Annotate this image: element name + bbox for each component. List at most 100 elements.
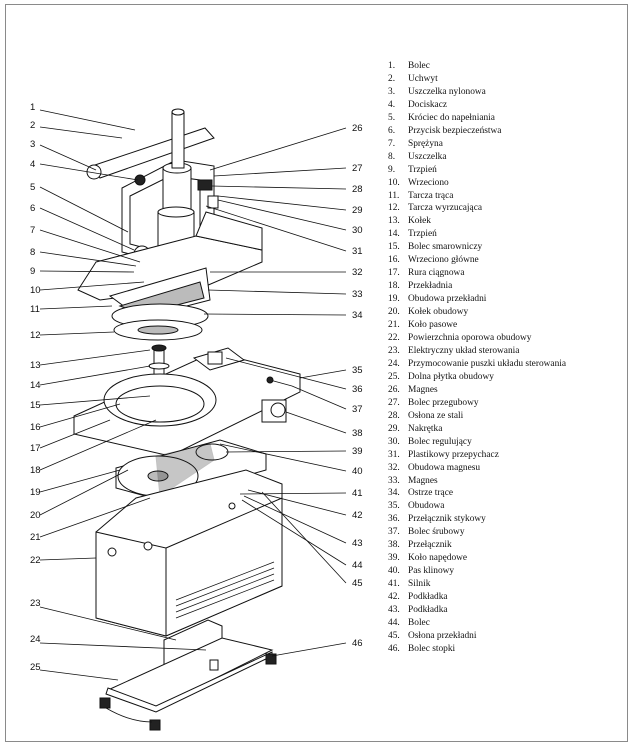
- callout-label: 21: [30, 532, 41, 543]
- callouts-left: 1 2 3 4 5 6 7 8 9 10 11 12 13 14 15 16 1…: [30, 102, 41, 673]
- legend-name: Bolec regulujący: [408, 436, 472, 447]
- legend-number: 21.: [388, 320, 400, 331]
- legend-item: 25.Dolna płytka obudowy: [388, 371, 628, 384]
- legend-name: Króciec do napełniania: [408, 112, 495, 123]
- callouts-right: 26 27 28 29 30 31 32 33 34 35 36 37 38 3…: [352, 123, 363, 649]
- legend-number: 7.: [388, 138, 396, 149]
- callout-label: 22: [30, 555, 41, 566]
- legend-item: 40.Pas klinowy: [388, 565, 628, 578]
- legend-number: 4.: [388, 99, 396, 110]
- legend-name: Przycisk bezpieczeństwa: [408, 125, 502, 136]
- legend-number: 28.: [388, 410, 400, 421]
- legend-name: Bolec: [408, 617, 430, 628]
- legend-name: Pas klinowy: [408, 566, 455, 577]
- callout-label: 31: [352, 246, 363, 257]
- legend-name: Bolec smarowniczy: [408, 242, 483, 253]
- callout-label: 44: [352, 560, 363, 571]
- callout-label: 15: [30, 400, 41, 411]
- legend-name: Wrzeciono: [408, 177, 449, 188]
- legend-item: 31. Plastikowy przepychacz: [388, 449, 628, 462]
- legend-name: Uszczelka nylonowa: [408, 86, 486, 97]
- legend-name: Tarcza trąca: [408, 190, 454, 201]
- legend-item: 19. Obudowa przekładni: [388, 293, 628, 306]
- callout-label: 10: [30, 285, 41, 296]
- legend-name: Przekładnia: [408, 281, 453, 292]
- legend-name: Uszczelka: [408, 151, 447, 162]
- legend-item: 1. Bolec: [388, 60, 628, 73]
- legend-item: 20.Kołek obudowy: [388, 306, 628, 319]
- legend-name: Osłona ze stali: [408, 410, 464, 421]
- legend-number: 29.: [388, 423, 400, 434]
- callout-label: 34: [352, 310, 363, 321]
- legend-number: 39.: [388, 553, 400, 564]
- legend-number: 10.: [388, 177, 400, 188]
- legend-item: 14. Trzpień: [388, 228, 628, 241]
- callout-label: 32: [352, 267, 363, 278]
- legend-number: 17.: [388, 268, 400, 279]
- callout-label: 27: [352, 163, 363, 174]
- legend-name: Obudowa: [408, 501, 445, 512]
- legend-number: 30.: [388, 436, 400, 447]
- callout-label: 43: [352, 538, 363, 549]
- callout-label: 45: [352, 578, 363, 589]
- legend-name: Obudowa przekładni: [408, 294, 487, 305]
- page-frame: [5, 4, 628, 742]
- legend-name: Uchwyt: [408, 73, 438, 84]
- legend-name: Elektryczny układ sterowania: [408, 345, 520, 356]
- legend-item: 8.Uszczelka: [388, 151, 628, 164]
- legend-name: Koło pasowe: [408, 320, 458, 331]
- legend-name: Podkładka: [408, 605, 448, 616]
- legend-name: Dociskacz: [408, 99, 448, 110]
- legend-item: 24.Przymocowanie puszki układu sterowani…: [388, 358, 628, 371]
- callout-label: 28: [352, 184, 363, 195]
- legend-name: Magnes: [408, 384, 438, 395]
- callout-label: 19: [30, 487, 41, 498]
- legend-item: 28. Osłona ze stali: [388, 410, 628, 423]
- callout-label: 24: [30, 634, 41, 645]
- legend-item: 32.Obudowa magnesu: [388, 462, 628, 475]
- legend-item: 9.Trzpień: [388, 164, 628, 177]
- legend-name: Rura ciągnowa: [408, 268, 465, 279]
- legend-number: 19.: [388, 294, 400, 305]
- legend-number: 14.: [388, 229, 400, 240]
- legend-item: 35.Obudowa: [388, 500, 628, 513]
- legend-name: Plastikowy przepychacz: [408, 449, 499, 460]
- legend-item: 7. Sprężyna: [388, 138, 628, 151]
- callout-label: 11: [30, 304, 40, 315]
- callout-label: 37: [352, 404, 363, 415]
- legend-number: 43.: [388, 605, 400, 616]
- legend-name: Kołek: [408, 216, 431, 227]
- legend-item: 5.Króciec do napełniania: [388, 112, 628, 125]
- callout-label: 4: [30, 159, 35, 170]
- legend-number: 41.: [388, 579, 400, 590]
- callout-label: 29: [352, 205, 363, 216]
- legend-name: Trzpień: [408, 229, 437, 240]
- legend-name: Bolec: [408, 61, 430, 71]
- legend-name: Sprężyna: [408, 138, 443, 149]
- legend-number: 36.: [388, 514, 400, 525]
- legend-item: 10. Wrzeciono: [388, 177, 628, 190]
- legend-item: 41.Silnik: [388, 578, 628, 591]
- legend-number: 42.: [388, 592, 400, 603]
- legend-number: 33.: [388, 475, 400, 486]
- legend-item: 36.Przełącznik stykowy: [388, 513, 628, 526]
- callout-label: 1: [30, 102, 35, 113]
- legend-item: 2.Uchwyt: [388, 73, 628, 86]
- legend-number: 37.: [388, 527, 400, 538]
- legend-name: Przełącznik: [408, 540, 452, 551]
- legend-name: Bolec śrubowy: [408, 527, 465, 538]
- legend-item: 39.Koło napędowe: [388, 552, 628, 565]
- legend-name: Osłona przekładni: [408, 630, 477, 641]
- legend-number: 27.: [388, 397, 400, 408]
- legend-item: 16.Wrzeciono główne: [388, 254, 628, 267]
- legend-item: 26.Magnes: [388, 384, 628, 397]
- callout-label: 17: [30, 443, 41, 454]
- legend-item: 37. Bolec śrubowy: [388, 526, 628, 539]
- legend-number: 1.: [388, 61, 396, 71]
- legend-number: 31.: [388, 449, 400, 460]
- legend-number: 16.: [388, 255, 400, 266]
- callout-label: 9: [30, 266, 35, 277]
- callout-label: 39: [352, 446, 363, 457]
- legend-number: 12.: [388, 203, 400, 214]
- legend-name: Tarcza wyrzucająca: [408, 203, 483, 214]
